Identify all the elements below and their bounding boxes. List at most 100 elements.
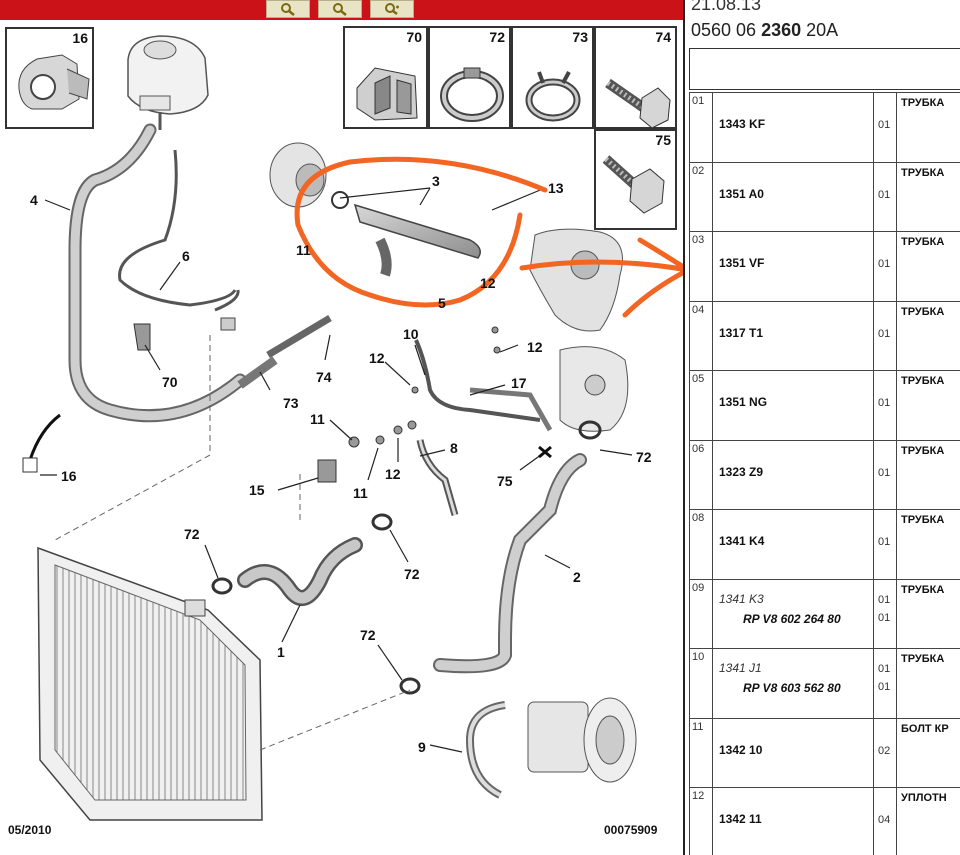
table-row[interactable]: 02 1351 A0 01 ТРУБКА <box>689 161 960 231</box>
callout-1[interactable]: 1 <box>277 644 285 660</box>
part-reference: 1341 J1 <box>719 661 762 675</box>
thumbnail-part-75[interactable]: 75 <box>594 129 677 230</box>
callout-72-left[interactable]: 72 <box>184 526 200 542</box>
part-quantity: 02 <box>878 744 891 757</box>
zoom-in-button[interactable] <box>266 0 310 18</box>
turbo-housing <box>529 228 629 432</box>
callout-74[interactable]: 74 <box>316 369 332 385</box>
thumbnail-part-74[interactable]: 74 <box>594 26 677 129</box>
table-row[interactable]: 05 1351 NG 01 ТРУБКА <box>689 370 960 440</box>
callout-2[interactable]: 2 <box>573 569 581 585</box>
callout-8[interactable]: 8 <box>450 440 458 456</box>
part-description: ТРУБКА <box>901 375 945 387</box>
thermostat-housing <box>269 142 349 209</box>
pipe-3 <box>353 203 481 259</box>
radiator <box>37 546 263 821</box>
part-reference: 1351 NG <box>719 395 768 409</box>
thumbnail-part-73[interactable]: 73 <box>511 26 594 129</box>
callout-13[interactable]: 13 <box>548 180 564 196</box>
parts-table: 01 1343 KF 01 ТРУБКА 02 1351 A0 01 ТРУБК… <box>689 92 960 855</box>
spring-clamp-icon <box>525 71 581 122</box>
callout-12-low[interactable]: 12 <box>385 466 401 482</box>
part-description: ТРУБКА <box>901 305 945 318</box>
part-replacement-reference: RP V8 602 264 80 <box>743 611 841 626</box>
part-reference: 1323 Z9 <box>719 464 764 479</box>
part-reference: 1351 VF <box>719 256 765 270</box>
row-index: 09 <box>689 579 713 648</box>
callout-72-bottom[interactable]: 72 <box>360 627 376 643</box>
part-quantity: 01 <box>878 258 891 270</box>
thumbnail-part-16[interactable]: 16 <box>5 27 94 129</box>
zoom-in-icon <box>281 3 295 16</box>
row-index: 10 <box>689 649 713 718</box>
cooling-system-drawing <box>22 35 683 821</box>
part-quantity: 01 <box>878 466 891 479</box>
part-description: ТРУБКА <box>901 514 945 526</box>
diagram-number: 00075909 <box>604 823 658 837</box>
table-row[interactable]: 10 1341 J1 RP V8 603 562 80 01 01 ТРУБКА <box>689 648 960 718</box>
part-quantity: 01 <box>878 188 891 201</box>
thumbnail-part-70[interactable]: 70 <box>343 26 428 129</box>
callout-10[interactable]: 10 <box>403 326 419 342</box>
callout-6[interactable]: 6 <box>182 248 190 264</box>
part-description: ТРУБКА <box>901 97 945 109</box>
callout-11-low[interactable]: 11 <box>353 485 368 501</box>
callout-4[interactable]: 4 <box>30 192 38 208</box>
part-reference: 1341 K4 <box>719 534 765 548</box>
callout-12-upper[interactable]: 12 <box>480 275 496 291</box>
callout-70[interactable]: 70 <box>162 374 178 390</box>
row-index: 08 <box>689 510 713 579</box>
row-index: 12 <box>689 788 713 855</box>
callout-72-mid[interactable]: 72 <box>404 566 420 582</box>
callout-17[interactable]: 17 <box>511 375 527 391</box>
table-row[interactable]: 09 1341 K3 RP V8 602 264 80 01 01 ТРУБКА <box>689 578 960 648</box>
part-description: ТРУБКА <box>901 653 945 665</box>
table-row[interactable]: 12 1342 11 04 УПЛОТН <box>689 787 960 855</box>
hose-clamp-icon <box>440 67 504 122</box>
part-replacement-reference: RP V8 603 562 80 <box>743 681 841 695</box>
callout-12-mid[interactable]: 12 <box>369 350 385 366</box>
parts-diagram-pane[interactable]: 16 70 72 73 74 <box>0 0 683 855</box>
row-index: 04 <box>689 301 713 370</box>
row-index: 05 <box>689 371 713 440</box>
callout-16[interactable]: 16 <box>61 468 77 484</box>
catalog-code: 0560 06 2360 20A <box>691 20 838 41</box>
table-row[interactable]: 08 1341 K4 01 ТРУБКА <box>689 509 960 579</box>
callout-5[interactable]: 5 <box>438 295 446 311</box>
row-index: 03 <box>689 232 713 301</box>
part-description: БОЛТ КР <box>901 722 949 735</box>
bracket-icon <box>18 54 90 110</box>
expansion-tank <box>127 35 209 130</box>
callout-72-right[interactable]: 72 <box>636 449 652 465</box>
zoom-out-button[interactable] <box>318 0 362 18</box>
callout-73[interactable]: 73 <box>283 395 299 411</box>
table-row[interactable]: 03 1351 VF 01 ТРУБКА <box>689 231 960 301</box>
part-quantity: 01 <box>878 593 891 606</box>
catalog-code-prefix: 0560 06 <box>691 20 762 40</box>
table-row[interactable]: 11 1342 10 02 БОЛТ КР <box>689 717 960 787</box>
table-row[interactable]: 01 1343 KF 01 ТРУБКА <box>689 92 960 162</box>
callout-75[interactable]: 75 <box>497 473 513 489</box>
callout-11-mid[interactable]: 11 <box>310 411 325 427</box>
table-row[interactable]: 06 1323 Z9 01 ТРУБКА <box>689 439 960 509</box>
zoom-fit-button[interactable] <box>370 0 414 18</box>
callout-3[interactable]: 3 <box>432 173 440 189</box>
water-pump <box>527 697 637 783</box>
callout-15[interactable]: 15 <box>249 482 265 498</box>
part-description: УПЛОТН <box>901 792 947 804</box>
callout-9[interactable]: 9 <box>418 739 426 755</box>
callout-11-top[interactable]: 11 <box>296 242 311 258</box>
hose-4 <box>68 123 247 423</box>
part-reference: 1343 KF <box>719 117 766 131</box>
table-row[interactable]: 04 1317 T1 01 ТРУБКА <box>689 300 960 370</box>
catalog-date: 21.08.13 <box>691 0 762 14</box>
part-replacement-quantity: 01 <box>878 611 891 624</box>
part-description: ТРУБКА <box>901 166 945 179</box>
catalog-code-suffix: 20A <box>801 20 839 40</box>
catalog-code-bold: 2360 <box>761 20 802 40</box>
thumbnail-part-72[interactable]: 72 <box>428 26 511 129</box>
callout-12-right[interactable]: 12 <box>527 339 543 355</box>
part-reference: 1341 K3 <box>719 591 764 606</box>
part-reference: 1317 T1 <box>719 325 764 340</box>
clip-icon <box>356 67 418 121</box>
